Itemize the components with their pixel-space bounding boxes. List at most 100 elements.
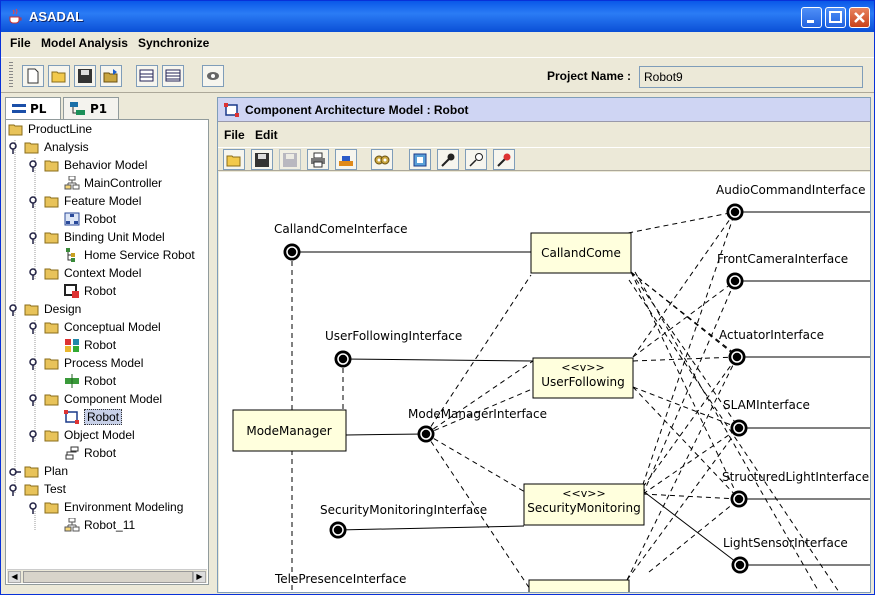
tree-node-component-robot[interactable]: Robot: [64, 408, 123, 426]
open-folder-icon: [226, 155, 241, 166]
settings-button[interactable]: [371, 149, 393, 170]
save-as-button[interactable]: [100, 65, 122, 87]
component-diagram: CallandCome <<v>> UserFollowing ModeMana…: [232, 183, 870, 592]
expand-key-icon[interactable]: [9, 304, 21, 316]
add-row-button[interactable]: [136, 65, 158, 87]
object-diagram-icon: [65, 446, 79, 460]
tab-p1[interactable]: P1: [63, 97, 119, 119]
tree-node-context-model[interactable]: Context Model: [44, 264, 141, 282]
expand-key-icon[interactable]: [29, 502, 41, 514]
project-name-field[interactable]: Robot9: [639, 66, 863, 88]
tree-node-analysis[interactable]: Analysis: [24, 138, 89, 156]
expand-key-icon[interactable]: [29, 268, 41, 280]
tree-node-component-model[interactable]: Component Model: [44, 390, 162, 408]
connector-button[interactable]: [493, 149, 515, 170]
tree-node-process-robot[interactable]: Robot: [64, 372, 116, 390]
component-userfollowing[interactable]: <<v>> UserFollowing: [532, 357, 634, 399]
component-securitymonitoring[interactable]: <<v>> SecurityMonitoring: [523, 483, 645, 526]
editor-save-disabled-button[interactable]: [279, 149, 301, 170]
minimize-button[interactable]: [801, 7, 822, 28]
tree-node-test[interactable]: Test: [24, 480, 66, 498]
maximize-button[interactable]: [825, 7, 846, 28]
component-modemanager[interactable]: ModeManager: [232, 409, 347, 452]
open-file-button[interactable]: [48, 65, 70, 87]
editor-open-button[interactable]: [223, 149, 245, 170]
add-interface-button[interactable]: [437, 149, 459, 170]
component-callandcome[interactable]: CallandCome: [530, 232, 632, 274]
close-button[interactable]: [849, 7, 870, 28]
collapse-key-icon[interactable]: [9, 466, 21, 478]
interface-label-securitymonitoring: SecurityMonitoringInterface: [320, 503, 487, 517]
expand-key-icon[interactable]: [29, 394, 41, 406]
expand-key-icon[interactable]: [29, 232, 41, 244]
menu-model-analysis[interactable]: Model Analysis: [41, 36, 128, 50]
folder-open-icon: [44, 358, 59, 370]
expand-key-icon[interactable]: [29, 322, 41, 334]
binding-unit-icon: [66, 248, 75, 262]
tree-node-behavior-model[interactable]: Behavior Model: [44, 156, 147, 174]
interface-ports: [283, 203, 749, 574]
preview-button[interactable]: [202, 65, 224, 87]
tree-node-plan[interactable]: Plan: [24, 462, 68, 480]
tree-node-design[interactable]: Design: [24, 300, 81, 318]
title-bar: ASADAL: [1, 1, 874, 32]
tree-node-process-model[interactable]: Process Model: [44, 354, 143, 372]
expand-key-icon[interactable]: [29, 358, 41, 370]
component-label: CallandCome: [541, 246, 621, 260]
interface-label-audiocommand: AudioCommandInterface: [716, 183, 866, 197]
toolbar-grip[interactable]: [9, 62, 13, 88]
menu-synchronize[interactable]: Synchronize: [138, 36, 210, 50]
tree-node-home-service-robot[interactable]: Home Service Robot: [64, 246, 195, 264]
print-button[interactable]: [307, 149, 329, 170]
save-button[interactable]: [74, 65, 96, 87]
tree-node-object-robot[interactable]: Robot: [64, 444, 116, 462]
component-partial-bottom[interactable]: [528, 579, 630, 592]
expand-key-icon[interactable]: [29, 430, 41, 442]
scroll-thumb[interactable]: [23, 571, 193, 583]
layout-icon: [339, 155, 353, 166]
tree-node-feature-robot[interactable]: Robot: [64, 210, 116, 228]
tree-node-context-robot[interactable]: Robot: [64, 282, 116, 300]
eye-icon: [207, 72, 219, 80]
interface-label-actuator: ActuatorInterface: [719, 328, 824, 342]
required-interface-button[interactable]: [465, 149, 487, 170]
layout-button[interactable]: [335, 149, 357, 170]
new-file-button[interactable]: [22, 65, 44, 87]
tree-node-maincontroller[interactable]: MainController: [64, 174, 162, 192]
editor-menu-file[interactable]: File: [224, 128, 245, 142]
editor-title: Component Architecture Model : Robot: [245, 103, 469, 117]
project-name-label: Project Name :: [547, 69, 632, 83]
tab-p1-label: P1: [90, 101, 108, 116]
state-diagram-icon: [64, 518, 80, 532]
add-component-button[interactable]: [409, 149, 431, 170]
tree-node-productline[interactable]: ProductLine: [8, 120, 92, 138]
tree-node-conceptual-model[interactable]: Conceptual Model: [44, 318, 161, 336]
diagram-canvas[interactable]: CallandCome <<v>> UserFollowing ModeMana…: [219, 172, 870, 592]
panel-splitter[interactable]: [211, 97, 217, 589]
context-diagram-icon: [64, 284, 79, 298]
model-editor-panel: Component Architecture Model : Robot Fil…: [217, 97, 871, 593]
tree-node-robot-11[interactable]: Robot_11: [64, 516, 135, 534]
tab-pl-label: PL: [30, 101, 47, 116]
tree-node-binding-unit-model[interactable]: Binding Unit Model: [44, 228, 165, 246]
editor-save-button[interactable]: [251, 149, 273, 170]
horizontal-scrollbar[interactable]: ◀ ▶: [7, 569, 207, 583]
tree-node-feature-model[interactable]: Feature Model: [44, 192, 141, 210]
editor-menu-edit[interactable]: Edit: [255, 128, 278, 142]
table-icon: [165, 69, 181, 82]
expand-key-icon[interactable]: [29, 160, 41, 172]
menu-file[interactable]: File: [10, 36, 31, 50]
stereotype-label: <<v>>: [562, 487, 605, 500]
expand-key-icon[interactable]: [9, 484, 21, 496]
expand-key-icon[interactable]: [29, 196, 41, 208]
tree-node-conceptual-robot[interactable]: Robot: [64, 336, 116, 354]
tree-node-environment-modeling[interactable]: Environment Modeling: [44, 498, 183, 516]
scroll-right-arrow-icon[interactable]: ▶: [193, 571, 206, 583]
component-diagram-icon: [224, 103, 239, 117]
expand-key-icon[interactable]: [9, 142, 21, 154]
tree-node-object-model[interactable]: Object Model: [44, 426, 135, 444]
folder-open-icon: [44, 232, 59, 244]
table-view-button[interactable]: [162, 65, 184, 87]
scroll-left-arrow-icon[interactable]: ◀: [8, 571, 21, 583]
tab-pl[interactable]: PL: [5, 97, 61, 119]
